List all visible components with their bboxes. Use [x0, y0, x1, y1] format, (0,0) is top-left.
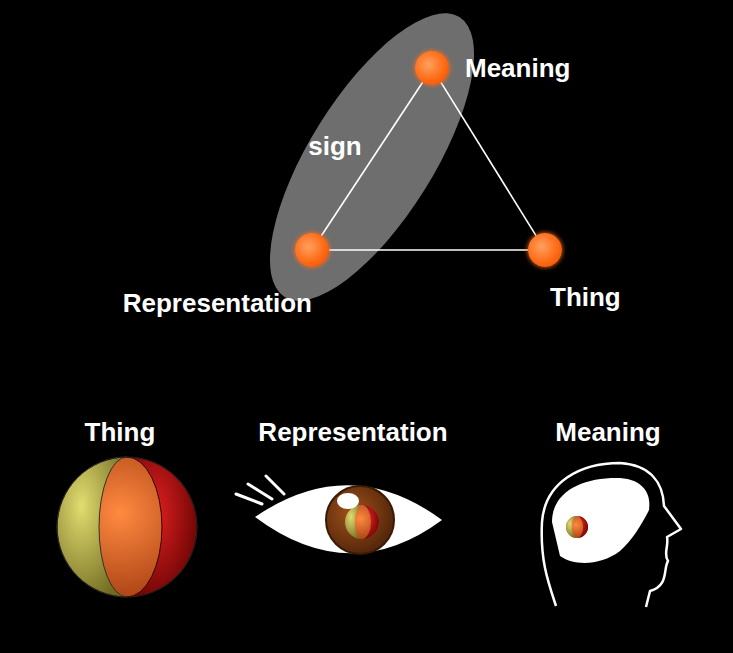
vertex-label: Representation	[123, 288, 312, 318]
eye	[236, 476, 442, 554]
vertex-label: Thing	[550, 282, 621, 312]
sphere	[57, 457, 197, 597]
vertex-circle: Meaning	[415, 51, 449, 85]
vertex-label: Meaning	[465, 53, 570, 83]
vertex-circle: Thing	[528, 233, 562, 267]
sign-ellipse	[232, 0, 512, 330]
triangle-side	[441, 82, 536, 235]
sign-label: sign	[308, 131, 361, 161]
head	[542, 463, 681, 607]
picture-caption: Meaning	[555, 417, 660, 447]
picture-caption: Thing	[85, 417, 156, 447]
vertex-circle: Representation	[295, 233, 329, 267]
triangle-side	[329, 249, 528, 251]
picture-caption: Representation	[258, 417, 447, 447]
